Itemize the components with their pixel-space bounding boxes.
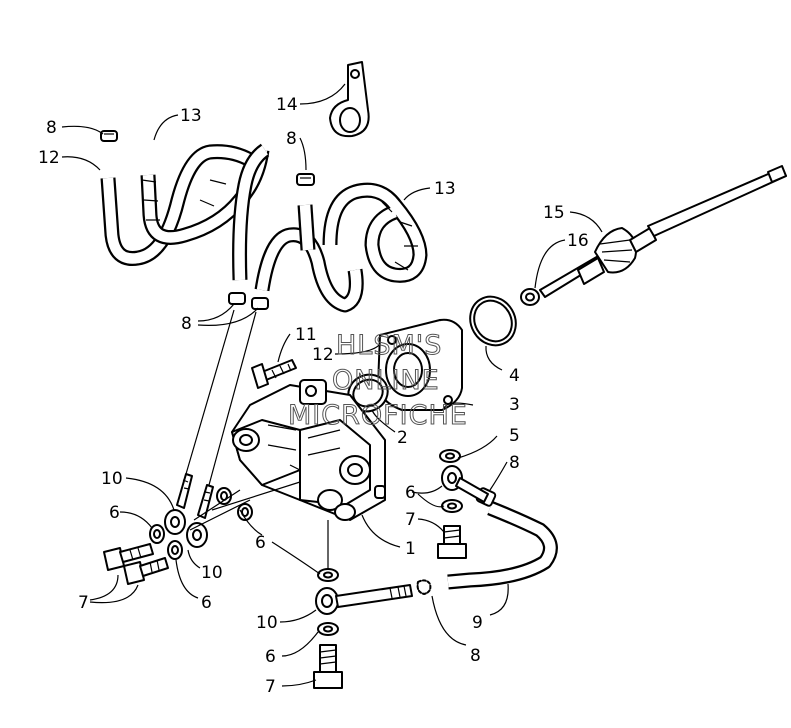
hose-clamp-8-top-middle — [296, 173, 315, 186]
clip-14 — [329, 61, 370, 138]
callout-8-top-middle: 8 — [286, 129, 297, 149]
callout-14: 14 — [276, 95, 298, 115]
callout-6-left-lower: 6 — [201, 593, 212, 613]
callout-1: 1 — [405, 539, 416, 559]
banjo-bolts-7-left — [103, 543, 169, 585]
banjo-fitting-10-lower — [315, 584, 413, 615]
bolt-7-right — [437, 525, 467, 559]
callout-6-right: 6 — [405, 483, 416, 503]
hose-texture — [141, 179, 418, 271]
hose-12-upper-left — [100, 144, 254, 266]
washers-6-left — [149, 487, 253, 560]
oil-pump-body-1 — [231, 379, 386, 521]
alignment-lines-left — [189, 481, 301, 531]
callout-7-right: 7 — [405, 510, 416, 530]
callout-8-right: 8 — [509, 453, 520, 473]
callout-5: 5 — [509, 426, 520, 446]
watermark-line-1: HLSM'S — [336, 330, 442, 361]
callout-3: 3 — [509, 395, 520, 415]
callout-8-pair: 8 — [181, 314, 192, 334]
callout-4: 4 — [509, 366, 520, 386]
watermark-line-2: ONLINE — [332, 365, 440, 396]
callout-13-top-left: 13 — [180, 106, 202, 126]
washer-16 — [520, 288, 540, 306]
callout-10-left-upper: 10 — [101, 469, 123, 489]
hose-9-outlet — [447, 501, 558, 590]
callout-9: 9 — [472, 613, 483, 633]
callout-7-lower: 7 — [265, 677, 276, 697]
callout-11: 11 — [295, 325, 317, 345]
callout-labels: 8 12 13 14 8 13 15 16 8 11 12 4 3 2 5 8 … — [38, 95, 589, 697]
washer-6-lower — [317, 568, 339, 636]
callout-6-center: 6 — [255, 533, 266, 553]
callout-8-bottom: 8 — [470, 646, 481, 666]
watermark-line-3: MICROFICHE — [288, 400, 468, 431]
callout-6-lower: 6 — [265, 647, 276, 667]
hose-13-upper-left — [140, 143, 270, 281]
callout-8-top-left: 8 — [46, 118, 57, 138]
drive-gear-shaft-15 — [539, 165, 787, 298]
callout-2: 2 — [397, 428, 408, 448]
callout-15: 15 — [543, 203, 565, 223]
bolt-7-lower — [313, 644, 343, 689]
washers-6-right — [439, 449, 463, 513]
hose-clamp-8-pair-left — [228, 292, 269, 310]
callout-12-top-left: 12 — [38, 148, 60, 168]
banjo-fitting-10-pair — [164, 309, 257, 548]
pump-housing-3 — [377, 318, 463, 411]
hose-clamp-8-bottom — [416, 579, 432, 595]
callout-10-left-lower: 10 — [201, 563, 223, 583]
callout-13-right: 13 — [434, 179, 456, 199]
watermark: HLSM'S ONLINE MICROFICHE — [288, 330, 468, 432]
hose-13-right-coiled — [322, 182, 428, 283]
callout-16: 16 — [567, 231, 589, 251]
bolt-11 — [251, 359, 297, 389]
banjo-fitting-5-right — [441, 465, 489, 503]
hose-clamp-8-top-left — [100, 130, 118, 142]
callout-6-left-upper: 6 — [109, 503, 120, 523]
leader-lines — [61, 83, 603, 687]
callout-7-left: 7 — [78, 593, 89, 613]
callout-10-lower: 10 — [256, 613, 278, 633]
callout-12-middle: 12 — [312, 345, 334, 365]
o-ring-4 — [469, 295, 517, 347]
hose-12-middle — [254, 204, 364, 313]
